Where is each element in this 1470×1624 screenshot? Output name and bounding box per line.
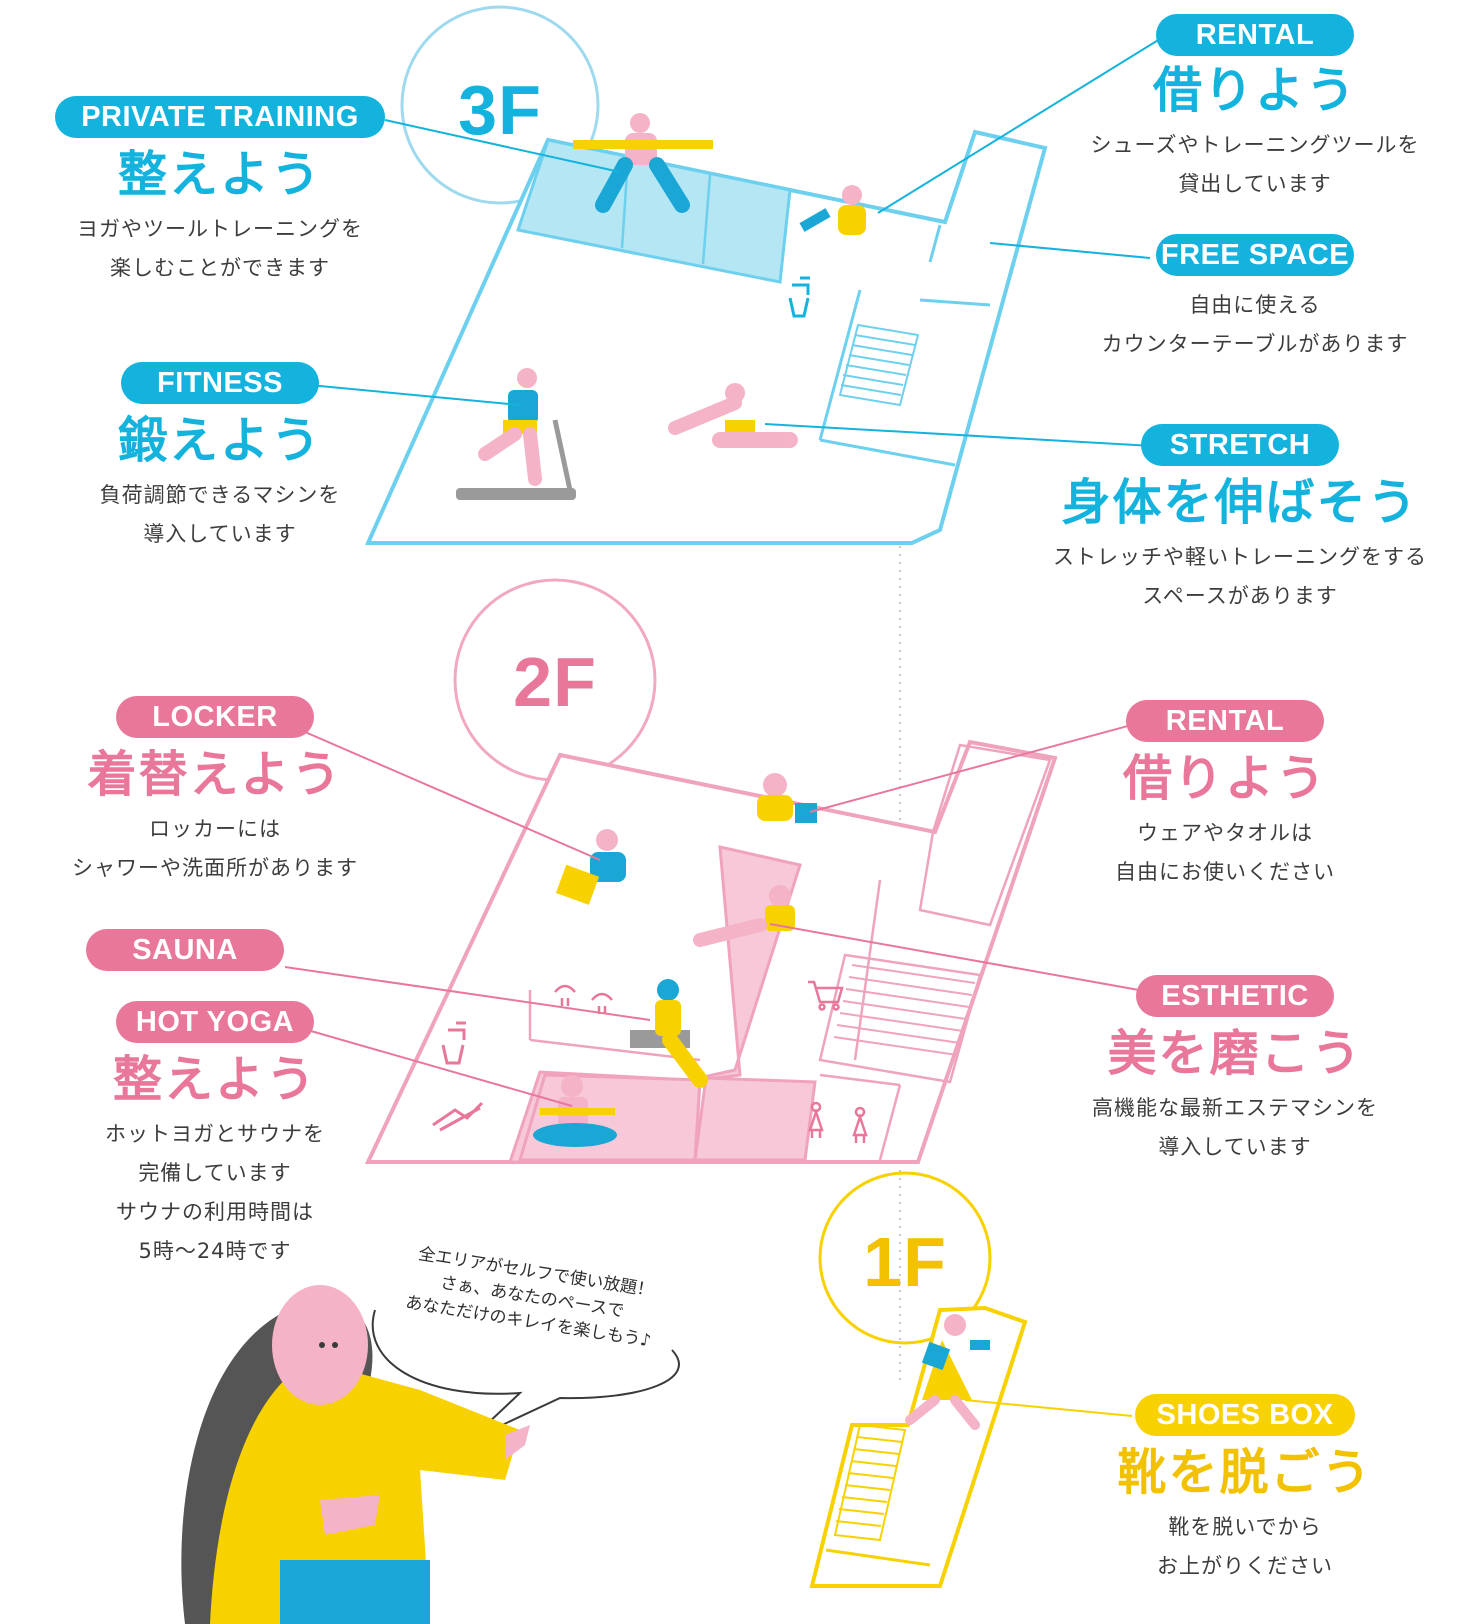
floor-1f-outline [809, 1305, 1028, 1588]
floor-1f-plan [809, 1171, 1028, 1588]
floor-2f-outline [364, 739, 1058, 1164]
leader-lines-2f [281, 719, 1151, 1107]
desc-line: 完備しています [138, 1161, 292, 1185]
desc-line: ヨガやツールトレーニングを [77, 217, 363, 241]
desc-line: サウナの利用時間は [116, 1200, 314, 1224]
floor-2f-plan [364, 578, 1058, 1164]
desc-line: ロッカーには [149, 817, 281, 841]
stairs-1f [833, 1423, 907, 1542]
rental-woman-figure [799, 185, 866, 235]
desc-line: 5時〜24時です [138, 1239, 292, 1263]
desc-line: ウェアやタオルは [1137, 821, 1313, 845]
fitness-block: FITNESS 鍛えよう 負荷調節できるマシンを導入しています [55, 362, 385, 554]
free-space-tag: FREE SPACE [1156, 234, 1354, 276]
free-space-block: FREE SPACE 自由に使えるカウンターテーブルがあります [1060, 234, 1450, 364]
floor-1f-label: 1F [863, 1223, 947, 1301]
rental-2f-tag: RENTAL [1126, 700, 1324, 742]
desc-line: 楽しむことができます [110, 256, 330, 280]
sauna-woman-figure [630, 979, 708, 1088]
shoes-box-block: SHOES BOX 靴を脱ごう 靴を脱いでからお上がりください [1080, 1394, 1410, 1586]
shoes-woman-figure [905, 1314, 990, 1430]
desc-line: お上がりください [1157, 1554, 1333, 1578]
esthetic-block: ESTHETIC 美を磨こう 高機能な最新エステマシンを導入しています [1050, 975, 1420, 1167]
floor-3f-plan [364, 5, 1048, 545]
stretch-block: STRETCH 身体を伸ばそう ストレッチや軽いトレーニングをするスペースがあり… [1030, 424, 1450, 616]
desc-line: シャワーや洗面所があります [72, 856, 358, 880]
cart-icon [808, 980, 844, 1011]
shoes-box-heading: 靴を脱ごう [1117, 1444, 1373, 1501]
private-training-area [516, 138, 792, 284]
locker-tag: LOCKER [116, 696, 314, 738]
locker-heading: 着替えよう [87, 746, 343, 803]
stretch-tag: STRETCH [1141, 424, 1339, 466]
desc-line: 導入しています [143, 522, 297, 546]
rental-woman-2f-figure [757, 773, 817, 823]
leader-line-shoes [964, 1399, 1133, 1417]
hot-yoga-tag: HOT YOGA [116, 1001, 314, 1043]
desc-line: スペースがあります [1142, 584, 1338, 608]
water-tap-icon-2f [441, 1021, 466, 1065]
rental-3f-block: RENTAL 借りよう シューズやトレーニングツールを貸出しています [1060, 14, 1450, 204]
yoga-woman-figure [573, 113, 713, 213]
desc-line: 高機能な最新エステマシンを [1092, 1096, 1378, 1120]
locker-woman-figure [555, 829, 626, 905]
stairs-3f [838, 323, 920, 407]
restroom-icon [808, 1101, 868, 1143]
sauna-block: SAUNA [86, 929, 284, 971]
private-training-heading: 整えよう [117, 146, 322, 203]
sauna-tag: SAUNA [86, 929, 284, 971]
shoes-box-tag: SHOES BOX [1135, 1394, 1355, 1436]
desc-line: ホットヨガとサウナを [105, 1122, 325, 1146]
desc-line: 自由に使える [1189, 293, 1321, 317]
stairs-2f [833, 964, 976, 1056]
desc-line: 自由にお使いください [1115, 860, 1335, 884]
private-training-block: PRIVATE TRAINING 整えよう ヨガやツールトレーニングを楽しむこと… [55, 96, 385, 288]
speech-bubble-outline [371, 1309, 680, 1441]
desc-line: ストレッチや軽いトレーニングをする [1053, 545, 1427, 569]
rental-2f-heading: 借りよう [1122, 750, 1327, 807]
rental-3f-tag: RENTAL [1156, 14, 1354, 56]
desc-line: シューズやトレーニングツールを [1090, 133, 1420, 157]
fitness-tag: FITNESS [121, 362, 319, 404]
rental-3f-heading: 借りよう [1152, 62, 1357, 119]
stretch-heading: 身体を伸ばそう [1061, 474, 1419, 531]
floor-1f-circle [818, 1171, 992, 1345]
locker-block: LOCKER 着替えよう ロッカーにはシャワーや洗面所があります [40, 696, 390, 888]
floor-3f-label: 3F [458, 71, 542, 149]
hot-yoga-block: HOT YOGA 整えよう ホットヨガとサウナを完備していますサウナの利用時間は… [50, 1001, 380, 1271]
esthetic-heading: 美を磨こう [1107, 1025, 1363, 1082]
stretching-woman-figure [668, 383, 798, 448]
treadmill-runner-figure [456, 368, 576, 500]
desc-line: 導入しています [1158, 1135, 1312, 1159]
esthetic-tag: ESTHETIC [1136, 975, 1334, 1017]
fitness-heading: 鍛えよう [117, 412, 322, 469]
rental-2f-block: RENTAL 借りよう ウェアやタオルは自由にお使いください [1070, 700, 1380, 892]
desc-line: 靴を脱いでから [1168, 1515, 1322, 1539]
pointing-woman-figure [181, 1285, 530, 1624]
lounge-chair-icon [432, 1101, 484, 1132]
desc-line: カウンターテーブルがあります [1101, 332, 1409, 356]
desc-line: 貸出しています [1178, 172, 1332, 196]
water-tap-icon [788, 276, 810, 318]
desc-line: 負荷調節できるマシンを [99, 483, 341, 507]
hot-yoga-heading: 整えよう [112, 1051, 317, 1108]
leader-lines-3f [287, 33, 1171, 448]
floor-2f-label: 2F [513, 643, 597, 721]
floor-3f-circle [400, 5, 600, 205]
private-training-tag: PRIVATE TRAINING [55, 96, 385, 138]
